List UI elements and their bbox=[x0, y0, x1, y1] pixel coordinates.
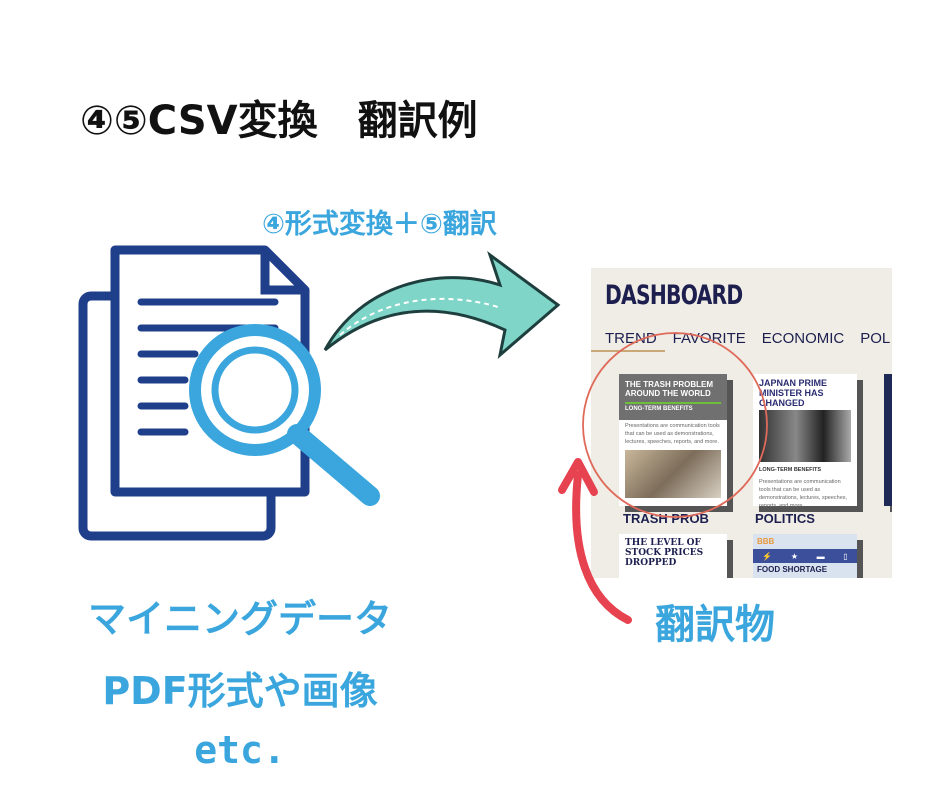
teal-arrow-icon bbox=[323, 250, 561, 359]
tab-economic[interactable]: ECONOMIC bbox=[761, 330, 845, 347]
card-title: FOOD SHORTAGE bbox=[757, 565, 828, 574]
article-card[interactable] bbox=[884, 374, 892, 506]
source-label-1: マイニングデータ bbox=[87, 597, 392, 641]
card-title: JAPNAN PRIME MINISTER HAS CHANGED bbox=[759, 378, 828, 408]
card-brand: BBB bbox=[757, 537, 775, 546]
card-photo bbox=[625, 450, 721, 498]
chat-icon: ▬ bbox=[816, 551, 825, 561]
card-icon-bar: ⚡ ★ ▬ ▯ bbox=[753, 549, 857, 563]
article-card[interactable]: THE LEVEL OF STOCK PRICES DROPPED bbox=[619, 534, 727, 578]
document-search-icon bbox=[78, 245, 380, 541]
card-title: THE LEVEL OF STOCK PRICES DROPPED bbox=[625, 538, 704, 568]
article-card[interactable]: JAPNAN PRIME MINISTER HAS CHANGED LONG-T… bbox=[753, 374, 857, 509]
step-label: ④形式変換＋⑤翻訳 bbox=[262, 209, 497, 240]
source-label-2: PDF形式や画像 bbox=[102, 669, 378, 713]
slide-title: ④⑤CSV変換 翻訳例 bbox=[80, 98, 478, 144]
output-label: 翻訳物 bbox=[655, 602, 775, 648]
card-body: Presentations are communication tools th… bbox=[625, 423, 720, 445]
highlight-circle bbox=[582, 332, 768, 518]
tab-trend[interactable]: TREND bbox=[605, 330, 657, 347]
article-card[interactable]: THE TRASH PROBLEM AROUND THE WORLD LONG-T… bbox=[619, 374, 727, 506]
section-title: POLITICS bbox=[755, 511, 815, 526]
section-title: TRASH PROB bbox=[623, 511, 709, 526]
card-subtitle: LONG-TERM BENEFITS bbox=[625, 402, 721, 412]
star-icon: ★ bbox=[790, 551, 799, 561]
dashboard-heading: DASHBOARD bbox=[605, 280, 743, 311]
article-card[interactable]: BBB ⚡ ★ ▬ ▯ FOOD SHORTAGE bbox=[753, 534, 857, 578]
bolt-icon: ⚡ bbox=[762, 551, 773, 561]
source-label-3: etc. bbox=[194, 728, 286, 772]
dashboard-thumbnail: DASHBOARD TREND FAVORITE ECONOMIC POL TH… bbox=[591, 268, 892, 578]
active-tab-underline bbox=[591, 350, 665, 352]
card-photo bbox=[759, 410, 851, 462]
tab-politics[interactable]: POL bbox=[860, 330, 891, 347]
card-subtitle: LONG-TERM BENEFITS bbox=[759, 467, 822, 473]
bookmark-icon: ▯ bbox=[843, 551, 848, 561]
card-body: Presentations are communication tools th… bbox=[759, 479, 848, 509]
card-title: THE TRASH PROBLEM AROUND THE WORLD bbox=[625, 380, 713, 398]
red-curved-arrow-icon bbox=[558, 458, 632, 624]
